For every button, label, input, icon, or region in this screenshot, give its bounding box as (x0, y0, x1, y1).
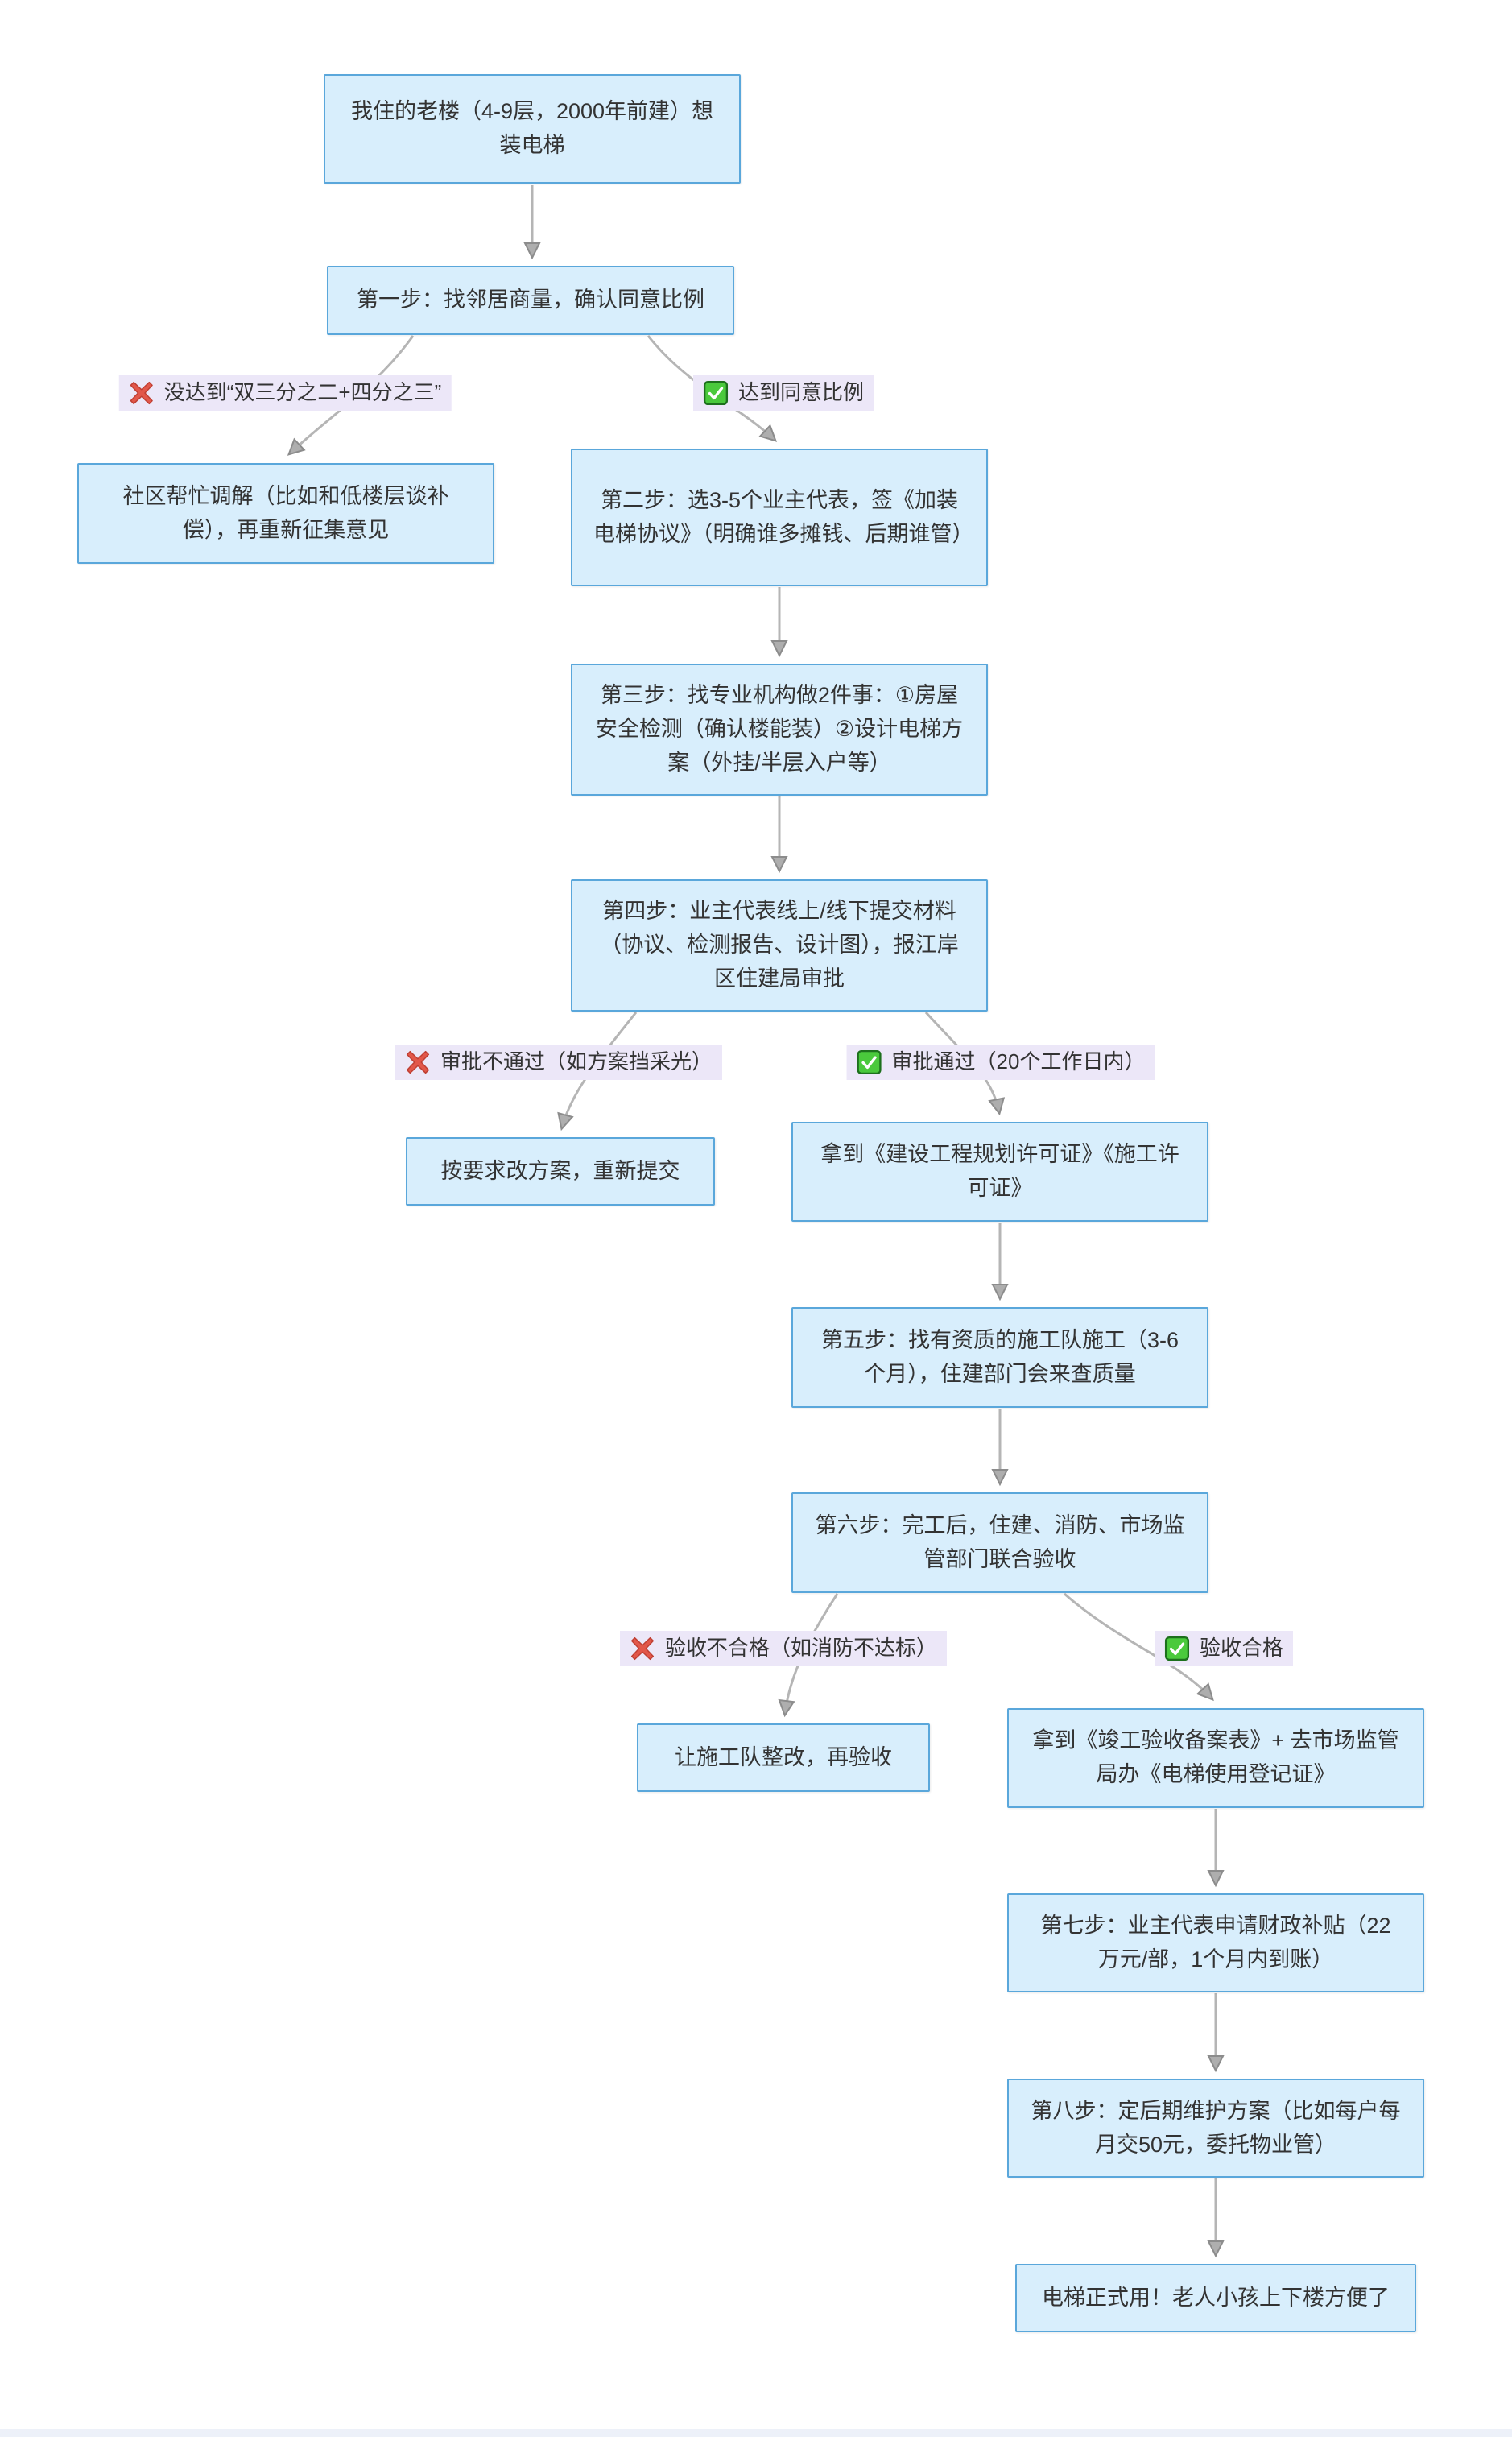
edge-label-text: 验收合格 (1199, 1636, 1284, 1661)
node-label: 第四步：业主代表线上/线下提交材料（协议、检测报告、设计图），报江岸区住建局审批 (600, 899, 959, 991)
node-label: 拿到《建设工程规划许可证》《施工许可证》 (820, 1142, 1179, 1200)
edge-label-ratio-not-reached: 没达到“双三分之二+四分之三” (118, 375, 452, 411)
node-label: 第八步：定后期维护方案（比如每户每月交50元，委托物业管） (1031, 2098, 1401, 2157)
node-label: 电梯正式用！老人小孩上下楼方便了 (1042, 2285, 1390, 2310)
node-done: 电梯正式用！老人小孩上下楼方便了 (1015, 2264, 1416, 2332)
edge-label-text: 没达到“双三分之二+四分之三” (163, 380, 442, 405)
node-step4: 第四步：业主代表线上/线下提交材料（协议、检测报告、设计图），报江岸区住建局审批 (571, 879, 988, 1012)
node-step7: 第七步：业主代表申请财政补贴（22万元/部，1个月内到账） (1007, 1893, 1424, 1992)
node-step5: 第五步：找有资质的施工队施工（3-6个月），住建部门会来查质量 (791, 1307, 1208, 1408)
node-revise-plan: 按要求改方案，重新提交 (406, 1137, 715, 1206)
node-label: 拿到《竣工验收备案表》+ 去市场监管局办《电梯使用登记证》 (1032, 1728, 1399, 1786)
edge-label-inspection-fail: 验收不合格（如消防不达标） (619, 1631, 948, 1666)
node-mediation: 社区帮忙调解（比如和低楼层谈补偿），再重新征集意见 (77, 463, 494, 564)
node-label: 第五步：找有资质的施工队施工（3-6个月），住建部门会来查质量 (820, 1327, 1179, 1386)
edge-label-ratio-reached: 达到同意比例 (692, 375, 874, 411)
node-label: 我住的老楼（4-9层，2000年前建）想装电梯 (350, 99, 714, 157)
edge-label-approval-pass: 审批通过（20个工作日内） (846, 1045, 1155, 1080)
edge-label-inspection-pass: 验收合格 (1154, 1631, 1294, 1666)
check-icon (857, 1049, 882, 1075)
cross-icon (630, 1636, 655, 1661)
edge-label-text: 达到同意比例 (737, 380, 865, 405)
node-label: 第二步：选3-5个业主代表，签《加装电梯协议》（明确谁多摊钱、后期谁管） (593, 487, 974, 546)
node-label: 第一步：找邻居商量，确认同意比例 (357, 288, 704, 312)
edge-label-text: 审批不通过（如方案挡采光） (440, 1049, 713, 1074)
edge-label-text: 审批通过（20个工作日内） (891, 1049, 1146, 1074)
node-permits: 拿到《建设工程规划许可证》《施工许可证》 (791, 1122, 1208, 1222)
node-label: 社区帮忙调解（比如和低楼层谈补偿），再重新征集意见 (122, 483, 449, 542)
node-filing: 拿到《竣工验收备案表》+ 去市场监管局办《电梯使用登记证》 (1007, 1708, 1424, 1808)
check-icon (703, 380, 729, 406)
edge-step6-filing (1064, 1592, 1214, 1702)
cross-icon (129, 380, 155, 406)
node-start: 我住的老楼（4-9层，2000年前建）想装电梯 (324, 74, 741, 184)
node-rectify: 让施工队整改，再验收 (637, 1723, 930, 1792)
node-step2: 第二步：选3-5个业主代表，签《加装电梯协议》（明确谁多摊钱、后期谁管） (571, 449, 988, 586)
node-label: 让施工队整改，再验收 (675, 1744, 892, 1769)
node-step6: 第六步：完工后，住建、消防、市场监管部门联合验收 (791, 1492, 1208, 1593)
edge-label-approval-fail: 审批不通过（如方案挡采光） (395, 1045, 723, 1080)
node-step3: 第三步：找专业机构做2件事：①房屋安全检测（确认楼能装）②设计电梯方案（外挂/半… (571, 664, 988, 796)
node-label: 第三步：找专业机构做2件事：①房屋安全检测（确认楼能装）②设计电梯方案（外挂/半… (595, 683, 964, 775)
footer-strip (0, 2429, 1512, 2437)
node-label: 第六步：完工后，住建、消防、市场监管部门联合验收 (815, 1512, 1185, 1571)
node-label: 第七步：业主代表申请财政补贴（22万元/部，1个月内到账） (1040, 1913, 1391, 1972)
check-icon (1164, 1636, 1190, 1661)
node-step1: 第一步：找邻居商量，确认同意比例 (327, 266, 734, 335)
edge-label-text: 验收不合格（如消防不达标） (664, 1636, 938, 1661)
node-label: 按要求改方案，重新提交 (440, 1158, 680, 1183)
cross-icon (405, 1049, 431, 1075)
node-step8: 第八步：定后期维护方案（比如每户每月交50元，委托物业管） (1007, 2079, 1424, 2178)
